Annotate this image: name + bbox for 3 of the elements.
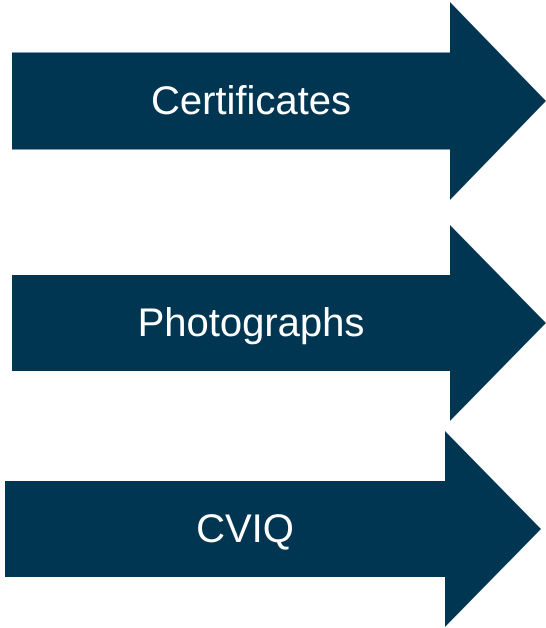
arrow-label: Certificates [150, 80, 352, 121]
arrow-label: CVIQ [196, 508, 294, 549]
arrow-label: Photographs [138, 302, 364, 343]
